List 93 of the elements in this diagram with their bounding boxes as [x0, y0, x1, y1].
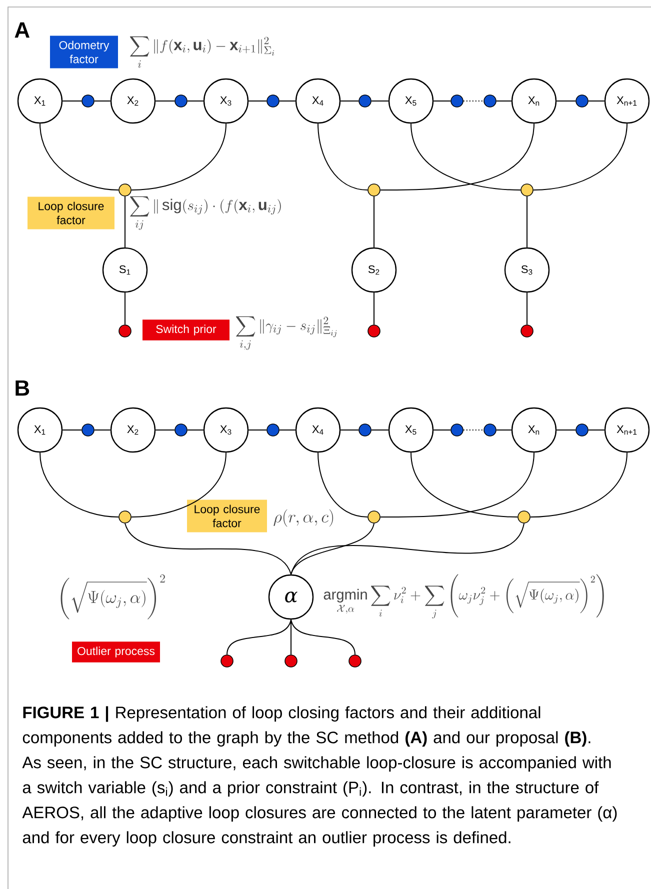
connector-line: [186, 100, 204, 102]
prior-dot: [520, 324, 534, 338]
odometry-factor-dot: [358, 94, 372, 108]
connector-line: [380, 123, 534, 190]
odometry-factor-dot: [576, 424, 588, 436]
prior-dot: [284, 654, 298, 668]
variable-node: X$_{3}$: [203, 78, 249, 124]
odometry-factor-dot: [82, 94, 94, 108]
variable-node: S$_{3}$: [504, 247, 550, 293]
variable-node: S$_{1}$: [102, 247, 148, 293]
odometry-factor-dot: [174, 94, 188, 108]
connector-line: [226, 619, 292, 656]
connector-line: [130, 452, 226, 518]
formula: $\rho(r,\alpha,c)$: [274, 509, 334, 527]
variable-node: X$_{n}$: [511, 78, 557, 124]
variable-node: S$_{2}$: [351, 247, 397, 293]
loop-closure-dot: [518, 510, 530, 524]
variable-node: X$_{5}$: [388, 407, 434, 453]
loop-closure-dot: [520, 184, 534, 196]
connector-line: [130, 123, 226, 190]
odometry-factor-dot: [174, 424, 188, 436]
formula: $\sum_{i} \|f(\mathbf{x}_i,\mathbf{u}_i)-\mathbf{x}_{i+1}\|^2_{\Sigma_i}$: [130, 36, 274, 68]
connector-line: [290, 619, 292, 656]
odometry-factor-dot: [450, 94, 464, 108]
connector-line: [318, 123, 368, 190]
connector-line: [462, 100, 484, 102]
prior-dot: [348, 654, 362, 668]
connector-line: [433, 100, 452, 102]
loop-closure-dot: [118, 184, 132, 196]
variable-node: X$_{n}$: [511, 407, 557, 453]
odometry-factor-dot: [484, 424, 496, 436]
odometry-factor-dot: [82, 424, 94, 436]
connector-line: [340, 100, 360, 102]
prior-dot: [220, 654, 234, 668]
variable-node: X$_{n+1}$: [604, 78, 650, 124]
connector-line: [496, 100, 512, 102]
connector-line: [526, 292, 528, 326]
variable-node: X$_{5}$: [388, 78, 434, 124]
variable-node: X$_{n+1}$: [604, 407, 650, 453]
variable-node: X$_{1}$: [17, 407, 63, 453]
connector-line: [155, 100, 176, 102]
connector-line: [588, 100, 605, 102]
formula: $\operatorname*{argmin}_{\mathcal{X},\alpha}\sum_i \nu_i^2+\sum_j\left(\omega_j\nu_j^2+\left(\sqrt{\Psi(\omega_j,\alpha)}\right)^2\right)$: [324, 574, 604, 618]
panel-letter: A: [14, 22, 30, 38]
variable-node: X$_{4}$: [295, 78, 341, 124]
formula: $\left(\sqrt{\Psi(\omega_j,\alpha)}\right)^2$: [60, 574, 165, 620]
odometry-factor-dot: [266, 424, 280, 436]
variable-node: X$_{2}$: [110, 407, 156, 453]
latent-parameter-node: α: [268, 574, 314, 620]
connector-line: [94, 100, 111, 102]
loop-closure-dot: [368, 510, 380, 524]
loop-closure-dot: [118, 510, 132, 524]
prior-dot: [368, 324, 380, 338]
variable-node: X$_{2}$: [110, 78, 156, 124]
connector-line: [410, 123, 522, 190]
odometry-factor-dot: [484, 94, 496, 108]
connector-line: [530, 452, 628, 518]
loop-closure-dot: [368, 184, 380, 196]
connector-line: [62, 100, 82, 102]
formula: $\sum_{ij} \|\operatorname{sig}(s_{ij})\cdot(f(\mathbf{x}_i,\mathbf{u}_{ij})$: [130, 196, 281, 230]
figure-caption: FIGURE 1 | Representation of loop closing factors and their additional components added to the graph by the SC method (A) and our proposal (B). As seen, in the SC structure, each switchable loop-closure is accompanied with a switch variable (s$_{i}$) and a prior constraint (P$_{i}$). In contrast, in the structure of AEROS, all the adaptive loop closures are connected to the latent parameter (α) and for every loop closure constraint an outlier process is defined.: [22, 706, 617, 847]
connector-line: [556, 100, 576, 102]
prior-dot: [118, 324, 132, 338]
connector-line: [290, 522, 374, 575]
panel-letter: B: [16, 380, 30, 396]
factor-label-box: Loop closure factor: [28, 196, 114, 230]
variable-node: X$_{4}$: [295, 407, 341, 453]
connector-line: [124, 292, 126, 326]
connector-line: [526, 196, 528, 248]
connector-line: [40, 452, 120, 518]
connector-line: [318, 452, 368, 518]
odometry-factor-dot: [266, 94, 280, 108]
connector-line: [124, 196, 126, 248]
formula: $\sum_{i,j}\|\gamma_{ij}-s_{ij}\|^2_{\Xi_{ij}}$: [236, 316, 337, 350]
connector-line: [370, 100, 389, 102]
connector-line: [290, 522, 524, 575]
odometry-factor-dot: [358, 424, 372, 436]
connector-line: [40, 123, 120, 190]
factor-label-box: Odometry factor: [50, 36, 118, 68]
odometry-factor-dot: [450, 424, 464, 436]
connector-line: [532, 123, 628, 190]
factor-label-box: Outlier process: [72, 642, 160, 662]
connector-line: [124, 522, 292, 575]
factor-label-box: Loop closure factor: [187, 500, 267, 532]
connector-line: [278, 100, 296, 102]
odometry-factor-dot: [576, 94, 588, 108]
connector-line: [290, 619, 356, 656]
variable-node: X$_{1}$: [17, 78, 63, 124]
variable-node: X$_{3}$: [203, 407, 249, 453]
factor-label-box: Switch prior: [142, 320, 230, 340]
connector-line: [380, 452, 534, 518]
connector-line: [248, 100, 268, 102]
connector-line: [410, 452, 518, 518]
